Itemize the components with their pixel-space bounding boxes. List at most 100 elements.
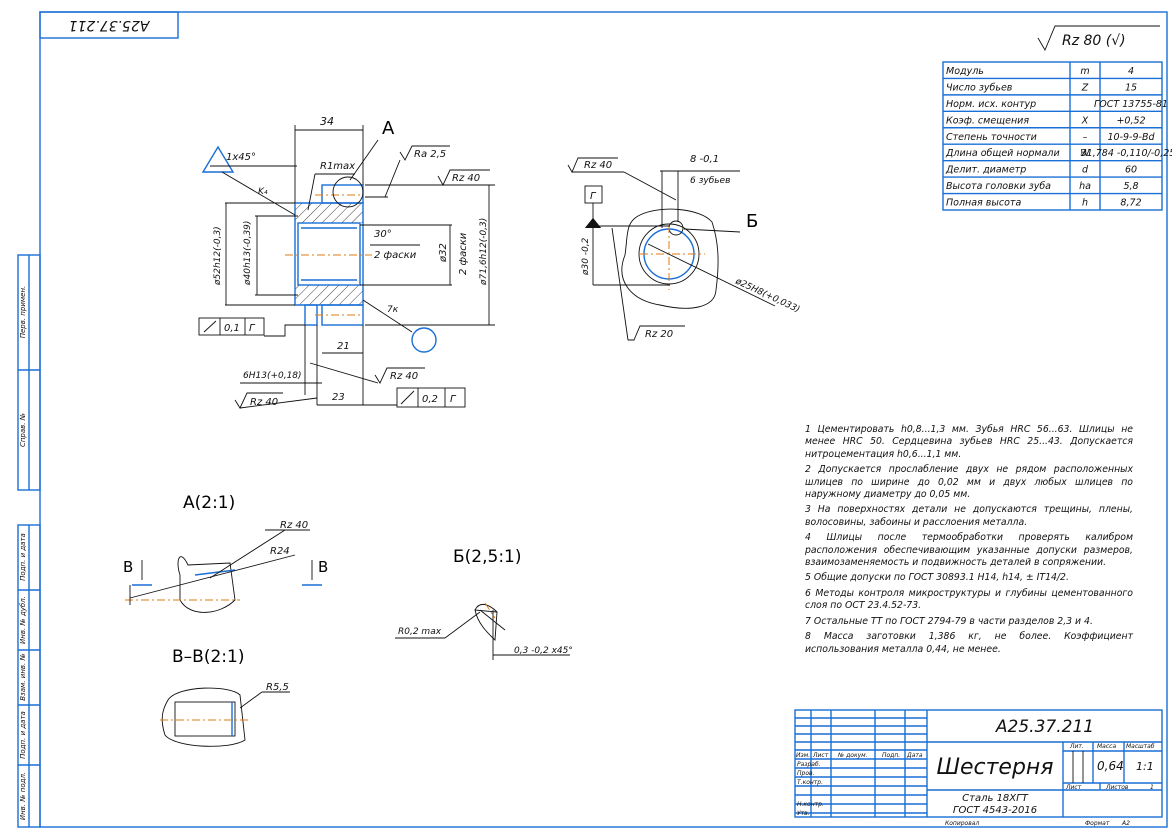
note: 6 Методы контроля микроструктуры и глуби… [805,587,1133,612]
svg-text:R0,2 max: R0,2 max [398,627,442,637]
svg-text:ø30 -0,2: ø30 -0,2 [581,237,591,276]
param-value: +0,52 [1116,115,1145,126]
param-name: Число зубьев [946,82,1013,93]
param-symbol: X [1081,115,1089,126]
param-symbol: hа [1079,181,1091,192]
svg-text:6H13(+0,18): 6H13(+0,18) [243,371,302,381]
param-value: 60 [1125,165,1137,176]
svg-text:Б: Б [746,211,758,232]
svg-text:2 фаски: 2 фаски [374,250,417,261]
svg-text:Rz 20: Rz 20 [645,329,673,340]
svg-text:Справ. №: Справ. № [19,413,27,447]
param-name: Модуль [946,66,984,77]
param-symbol: d [1082,165,1089,176]
svg-text:Т.контр.: Т.контр. [797,779,823,786]
param-value: 5,8 [1123,181,1138,192]
note: 4 Шлицы после термообработки проверять к… [805,532,1133,569]
svg-text:А25.37.211: А25.37.211 [995,717,1094,737]
svg-text:В–В(2:1): В–В(2:1) [172,647,244,667]
svg-text:№ докум.: № докум. [837,752,868,759]
svg-text:Rz 40: Rz 40 [452,173,480,184]
svg-text:K₄: K₄ [258,187,268,197]
svg-text:21: 21 [337,341,350,352]
svg-text:1: 1 [1150,784,1154,791]
svg-text:Пров.: Пров. [797,770,815,777]
svg-text:23: 23 [332,392,345,403]
svg-text:Инв. № дубл.: Инв. № дубл. [19,596,27,644]
technical-requirements: 1 Цементировать h0,8...1,3 мм. Зубья HRC… [805,424,1133,659]
svg-text:Rz 40: Rz 40 [584,160,612,171]
top-stamp-box [39,11,179,39]
note: 7 Остальные ТТ по ГОСТ 2794-79 в части р… [805,615,1093,627]
detail-a: А(2:1) Rz 40 R24 В В [123,493,328,613]
top-stamp-text: А25.37.211 [69,17,151,33]
svg-text:30°: 30° [374,229,392,240]
svg-text:ø40h13(-0,39): ø40h13(-0,39) [243,221,253,286]
svg-text:7к: 7к [387,305,399,315]
svg-text:Rz 40: Rz 40 [390,371,418,382]
title-block: Изм. Лист № докум. Подп. Дата Разраб. Пр… [794,709,1163,827]
note: 2 Допускается прослабление двух не рядом… [805,464,1133,501]
svg-text:8 -0,1: 8 -0,1 [690,154,719,165]
svg-text:А2: А2 [1121,820,1130,827]
main-section-view: 34 А 1x45° R1max K₄ Ra 2,5 Rz 40 ø71,6h1… [198,115,495,409]
svg-text:Лит.: Лит. [1069,743,1084,750]
svg-text:Масса: Масса [1097,743,1116,750]
svg-text:0,3 -0,2 x45°: 0,3 -0,2 x45° [514,646,573,656]
svg-text:Масштаб: Масштаб [1126,743,1155,750]
svg-text:ГОСТ 4543-2016: ГОСТ 4543-2016 [953,805,1037,816]
param-name: Степень точности [946,132,1037,143]
svg-text:В: В [123,558,133,576]
spline-end-view: Rz 40 8 -0,1 6 зубьев Г ø30 -0,2 Б ø25H8… [567,154,801,341]
param-name: Коэф. смещения [946,115,1029,126]
svg-text:0,1: 0,1 [224,323,240,334]
svg-text:Сталь 18ХГТ: Сталь 18ХГТ [962,793,1029,804]
svg-text:Подп.: Подп. [882,752,900,759]
svg-text:Изм.: Изм. [796,752,810,759]
datum-circle-icon [411,327,437,353]
svg-text:Копировал: Копировал [945,820,979,827]
param-symbol: Z [1081,82,1089,93]
svg-text:В: В [318,558,328,576]
param-value: ГОСТ 13755-81 [1094,99,1168,110]
svg-text:Шестерня: Шестерня [936,755,1053,780]
note: 8 Масса заготовки 1,386 кг, не более. Ко… [805,631,1133,655]
svg-text:Взам. инв. №: Взам. инв. № [19,653,27,701]
svg-text:1:1: 1:1 [1136,760,1154,773]
svg-text:Лист: Лист [1065,784,1082,791]
left-strip: Перв. примен. Справ. № Подп. и дата Инв.… [17,254,41,828]
param-name: Высота головки зуба [946,181,1051,192]
datum-triangle-icon [201,145,235,173]
detail-b: Б(2,5:1) R0,2 max 0,3 -0,2 x45° [395,547,573,660]
param-symbol: W [1080,148,1090,159]
param-symbol: m [1080,66,1089,77]
svg-text:1x45°: 1x45° [226,152,256,163]
svg-text:Rz 40: Rz 40 [250,397,278,408]
svg-text:Rz 80 (√): Rz 80 (√) [1062,33,1126,49]
param-value: 10-9-9-Bd [1107,132,1155,143]
svg-text:А(2:1): А(2:1) [183,493,235,513]
svg-text:Подп. и дата: Подп. и дата [19,533,27,581]
svg-text:2 фаски: 2 фаски [458,232,469,275]
svg-text:Н.контр.: Н.контр. [797,801,824,808]
svg-text:ø32: ø32 [438,243,449,263]
param-name: Полная высота [946,198,1021,209]
note: 1 Цементировать h0,8...1,3 мм. Зубья HRC… [805,424,1133,460]
param-name: Длина общей нормали [945,148,1060,159]
svg-text:34: 34 [320,115,334,128]
svg-text:R1max: R1max [320,161,355,172]
svg-text:ø52h12(-0,3): ø52h12(-0,3) [213,226,223,286]
detail-v-v: В–В(2:1) R5,5 [160,647,290,747]
svg-text:ø25H8(+0,033): ø25H8(+0,033) [733,276,801,315]
svg-text:Rz 40: Rz 40 [280,520,308,531]
svg-text:Лист: Лист [812,752,829,759]
svg-text:Инв. № подл.: Инв. № подл. [19,772,27,820]
svg-text:Г: Г [249,323,256,334]
svg-text:Г: Г [450,394,457,405]
param-symbol: h [1082,198,1088,209]
svg-text:Б(2,5:1): Б(2,5:1) [453,547,522,567]
param-name: Норм. исх. контур [946,99,1036,110]
svg-text:Дата: Дата [906,752,923,759]
